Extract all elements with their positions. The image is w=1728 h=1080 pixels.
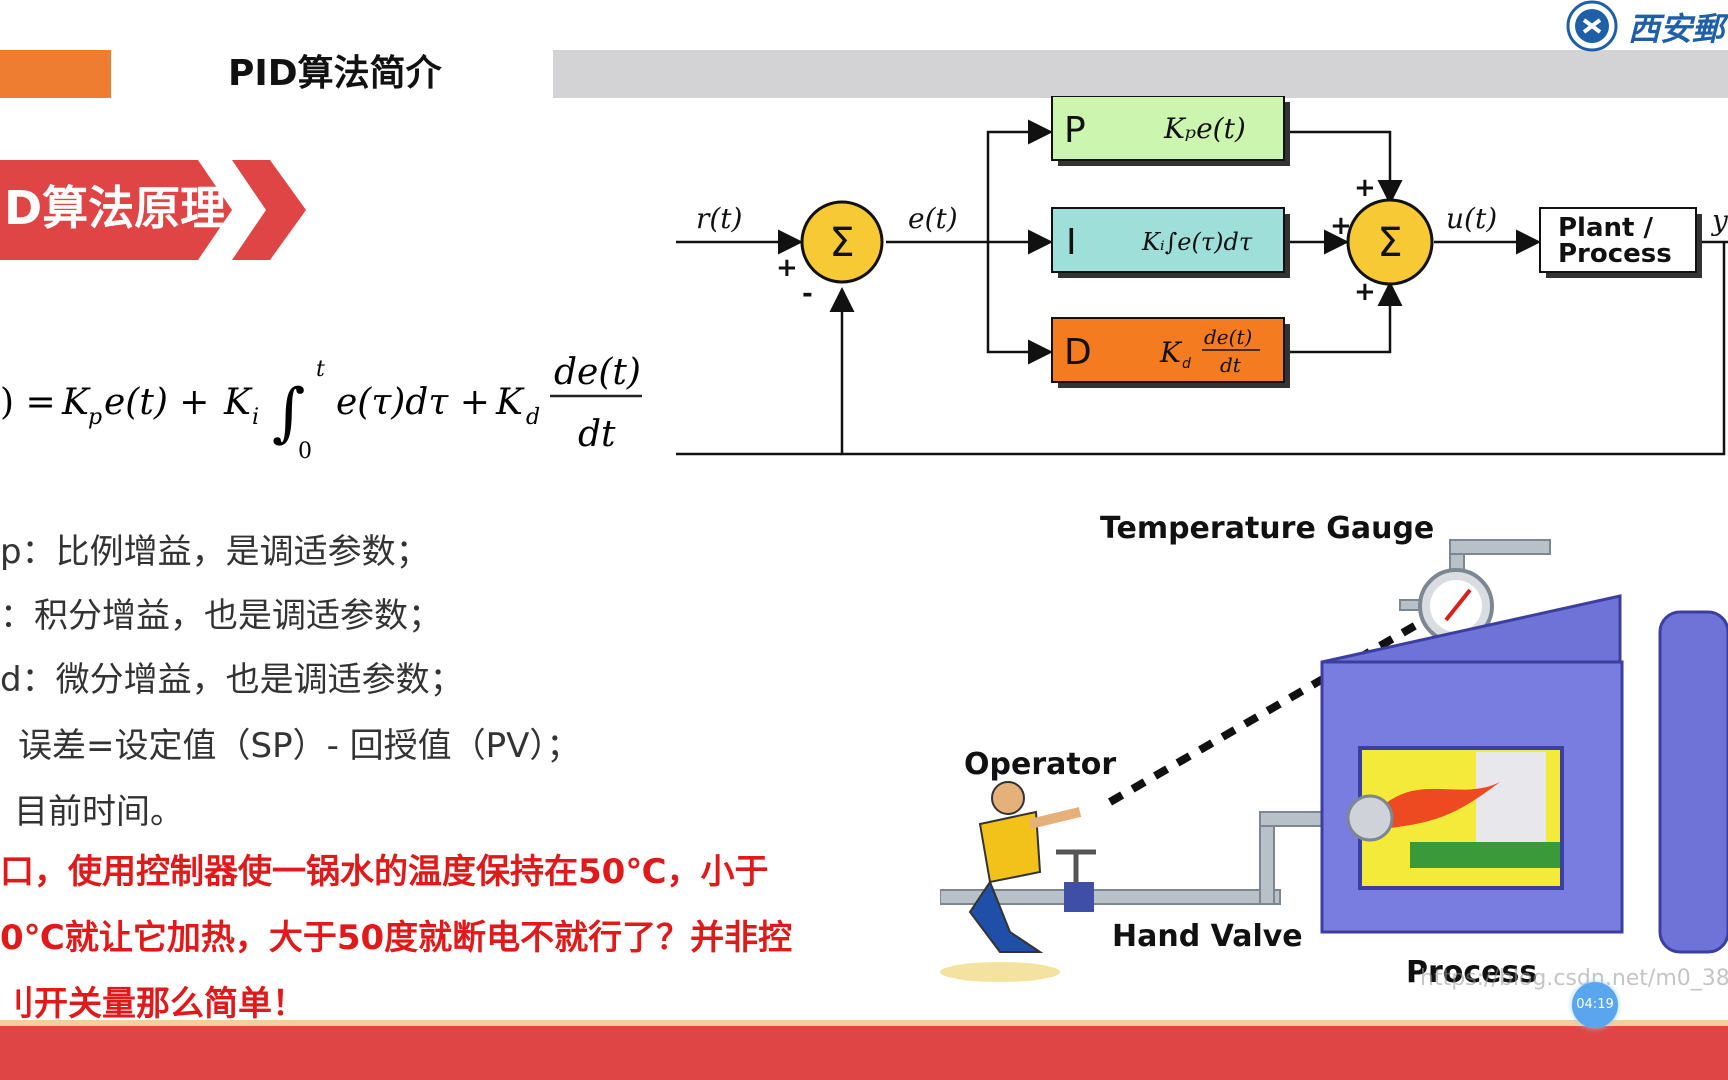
formula-ki: K bbox=[223, 382, 253, 423]
formula-frac-num: de(t) bbox=[554, 352, 641, 393]
d-block-sub: d bbox=[1182, 356, 1191, 372]
plant-block bbox=[1539, 207, 1697, 273]
plus-sign: + bbox=[1330, 211, 1352, 241]
pid-formula: ) = K p e(t) + K i ∫ t 0 e(τ)dτ + K d de… bbox=[0, 352, 650, 472]
plant-line-2: Process bbox=[1558, 239, 1672, 269]
output-label: u(t) bbox=[1446, 202, 1497, 235]
plant-line-1: Plant / bbox=[1558, 213, 1654, 243]
label-temperature-gauge: Temperature Gauge bbox=[1100, 512, 1434, 546]
d-block-den: dt bbox=[1220, 353, 1242, 377]
plus-sign: + bbox=[1354, 173, 1376, 203]
operator-figure-icon bbox=[940, 781, 1082, 982]
i-block bbox=[1051, 207, 1285, 273]
sum-symbol-2: Σ bbox=[1377, 220, 1402, 266]
minus-sign: - bbox=[802, 279, 813, 309]
pid-block-diagram: Σ Σ + - + + + r(t) e(t) u(t) y P Kₚe(t) … bbox=[676, 96, 1728, 456]
p-block-expr: Kₚe(t) bbox=[1163, 112, 1246, 145]
formula-ki-tail: e(τ)dτ + bbox=[336, 382, 490, 423]
sum-junction-2 bbox=[1346, 198, 1434, 286]
formula-kp-tail: e(t) + bbox=[104, 382, 209, 423]
header-accent-tab bbox=[0, 50, 111, 98]
i-block-letter: I bbox=[1066, 222, 1077, 263]
plus-sign: + bbox=[776, 253, 798, 283]
formula-ki-sub: i bbox=[252, 405, 259, 430]
section-banner bbox=[0, 160, 306, 260]
label-process: Process bbox=[1406, 955, 1537, 990]
d-block-k: K bbox=[1159, 336, 1183, 369]
p-block-letter: P bbox=[1064, 110, 1086, 151]
definition-kp: p：比例增益，是调适参数； bbox=[0, 532, 430, 572]
integral-lower: 0 bbox=[298, 439, 312, 464]
label-operator: Operator bbox=[964, 747, 1116, 782]
university-logo bbox=[1566, 0, 1618, 52]
formula-kd-sub: d bbox=[526, 405, 540, 430]
page-title: PID算法简介 bbox=[228, 53, 442, 94]
integral-upper: t bbox=[316, 357, 325, 382]
y-label: y bbox=[1710, 204, 1728, 237]
process-illustration: Temperature Gauge Operator Hand Valve Pr… bbox=[940, 512, 1728, 990]
label-hand-valve: Hand Valve bbox=[1112, 919, 1303, 954]
logo-text: 西安郵 bbox=[1628, 10, 1725, 48]
i-block-expr: Kᵢ∫e(τ)dτ bbox=[1141, 228, 1253, 256]
d-block-num: de(t) bbox=[1204, 325, 1252, 349]
d-block-letter: D bbox=[1064, 332, 1092, 373]
watermark: https://blog.csdn.net/m0_381069 bbox=[1420, 966, 1728, 991]
error-label: e(t) bbox=[908, 202, 958, 235]
definition-ki: ：积分增益，也是调适参数； bbox=[0, 596, 442, 636]
integral-sign-icon: ∫ bbox=[272, 376, 305, 450]
formula-kd: K bbox=[495, 382, 525, 423]
p-block bbox=[1051, 96, 1285, 161]
definition-error: 误差=设定值（SP）- 回授值（PV）； bbox=[18, 726, 581, 766]
formula-frac-den: dt bbox=[578, 414, 616, 455]
formula-lhs: ) = bbox=[0, 382, 56, 423]
sum-junction-1 bbox=[800, 200, 884, 284]
plus-sign: + bbox=[1354, 277, 1376, 307]
note-line-1: 口，使用控制器使一锅水的温度保持在50℃，小于 bbox=[0, 852, 769, 892]
definition-time: 目前时间。 bbox=[14, 792, 184, 832]
note-line-2: 0℃就让它加热，大于50度就断电不就行了？并非控 bbox=[0, 918, 793, 958]
sum-symbol-1: Σ bbox=[829, 220, 854, 266]
formula-kp-sub: p bbox=[88, 405, 102, 430]
note-line-3: 刂开关量那么简单！ bbox=[0, 984, 306, 1024]
video-timer-badge[interactable]: 04:19 bbox=[1572, 982, 1618, 1028]
formula-kp: K bbox=[61, 382, 91, 423]
definition-kd: d：微分增益，也是调适参数； bbox=[0, 660, 464, 700]
header-bar bbox=[553, 50, 1728, 98]
footer-bar bbox=[0, 1026, 1728, 1080]
section-label: D算法原理 bbox=[4, 181, 227, 235]
footer-stripe bbox=[0, 1020, 1728, 1026]
input-label: r(t) bbox=[696, 202, 742, 235]
